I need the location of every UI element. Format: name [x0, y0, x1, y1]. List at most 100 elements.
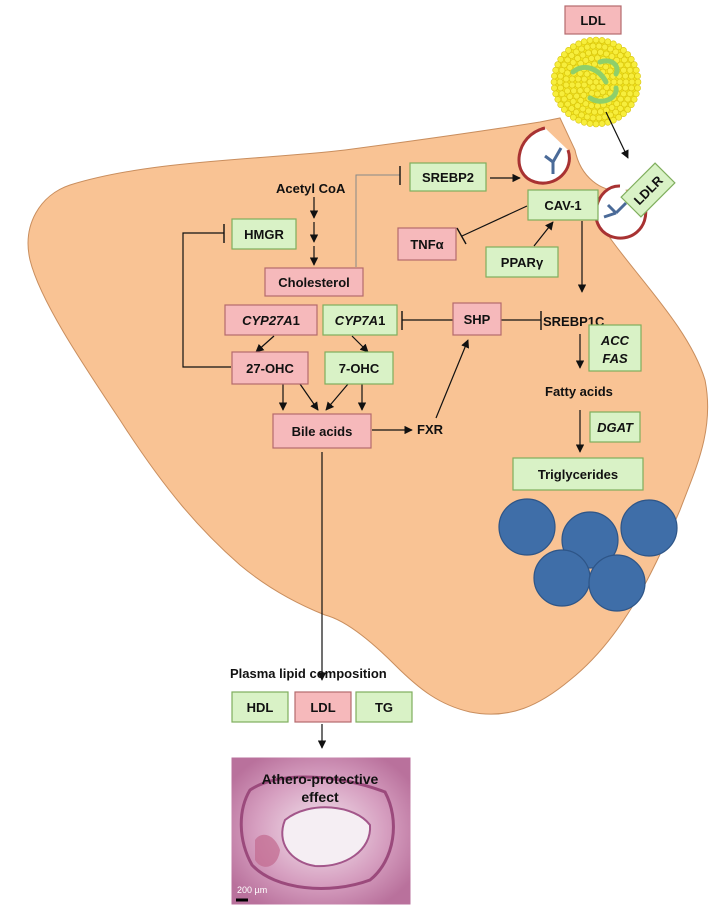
- svg-text:TNFα: TNFα: [410, 237, 443, 252]
- ldl-particle-dot: [632, 90, 640, 98]
- ldl-particle-dot: [634, 72, 641, 80]
- ldl-particle-dot: [604, 38, 612, 46]
- ldl-particle-dot: [562, 81, 570, 89]
- svg-text:HMGR: HMGR: [244, 227, 284, 242]
- ldl-particle-dot: [576, 87, 584, 94]
- ldl-particle-dot: [591, 48, 598, 56]
- node-ldl-plasma: LDL: [294, 691, 352, 723]
- node-cholesterol: Cholesterol: [264, 267, 364, 297]
- histology-section: Athero-protective effect 200 µm: [230, 756, 412, 906]
- ldl-particle: [550, 36, 642, 128]
- label-athero-line2: effect: [301, 789, 339, 805]
- ldl-particle-dot: [588, 102, 595, 109]
- ldl-particle-dot: [574, 75, 582, 83]
- ldl-particle-dot: [554, 61, 562, 68]
- edge-cav1-inhibits-tnfa: [461, 205, 528, 237]
- ldl-particle-dot: [592, 120, 600, 128]
- ldl-particle-dot: [615, 43, 623, 51]
- ldl-particle-dot: [574, 54, 581, 62]
- svg-text:FAS: FAS: [602, 351, 628, 366]
- ldl-particle-dot: [568, 75, 576, 83]
- ldl-particle-dot: [634, 84, 641, 92]
- ldl-particle-dot: [608, 104, 616, 111]
- ldl-particle-dot: [592, 36, 600, 44]
- ldl-particle-dot: [610, 78, 618, 86]
- svg-text:TG: TG: [375, 700, 393, 715]
- svg-text:27-OHC: 27-OHC: [246, 361, 294, 376]
- ldl-particle-dot: [589, 114, 597, 122]
- node-ppary: PPARγ: [485, 246, 559, 278]
- ldl-particle-dot: [575, 116, 582, 124]
- ldl-particle-dot: [564, 56, 571, 64]
- ldl-particle-dot: [630, 61, 638, 68]
- ldl-particle-dot: [621, 56, 628, 64]
- ldl-particle-dot: [602, 63, 610, 71]
- svg-text:7-OHC: 7-OHC: [339, 361, 380, 376]
- ldl-particle-dot: [578, 111, 585, 119]
- label-plasma-lipid-composition: Plasma lipid composition: [230, 666, 387, 681]
- node-srebp2: SREBP2: [409, 162, 487, 192]
- ldl-particle-dot: [557, 101, 565, 108]
- ldl-receptor-upper: [517, 126, 571, 185]
- node-cyp7a1: CYP7A1: [322, 304, 398, 336]
- ldl-particle-dot: [580, 38, 588, 46]
- edge-ppary-to-cav1: [533, 221, 554, 247]
- edge-cyp27a1-to-27ohc: [255, 335, 275, 353]
- ldl-particle-dot: [564, 100, 571, 108]
- edge-fxr-to-shp: [435, 339, 470, 419]
- ldl-particle-dot: [557, 55, 565, 63]
- ldl-particle-dot: [573, 92, 580, 100]
- ldl-particle-dot: [595, 42, 603, 50]
- ldl-particle-dot: [586, 78, 594, 86]
- ldl-particle-dot: [617, 95, 624, 103]
- node-hmgr: HMGR: [231, 218, 297, 250]
- label-athero-line1: Athero-protective: [262, 771, 379, 787]
- ldl-particle-dot: [557, 72, 564, 80]
- svg-text:Triglycerides: Triglycerides: [538, 467, 618, 482]
- node-bile-acids: Bile acids: [272, 413, 372, 449]
- ldl-particle-dot: [620, 110, 627, 117]
- ldl-particle-dot: [616, 78, 624, 86]
- ldl-particle-dot: [620, 46, 627, 54]
- ldl-particle-dot: [560, 61, 568, 69]
- svg-text:LDL: LDL: [310, 700, 335, 715]
- ldl-particle-dot: [612, 48, 620, 56]
- ldl-particle-dot: [586, 37, 594, 44]
- svg-text:LDL: LDL: [580, 13, 605, 28]
- svg-text:CYP27A1: CYP27A1: [242, 313, 300, 328]
- ldl-particle-dot: [578, 45, 585, 53]
- ldl-particle-dot: [588, 55, 595, 62]
- ldl-particle-dot: [634, 78, 642, 86]
- ldl-particle-dot: [606, 67, 614, 75]
- edge-cholesterol-inhibits-srebp2: [355, 174, 400, 267]
- ldl-particle-dot: [628, 78, 636, 86]
- ldl-particle-dot: [585, 49, 592, 57]
- node-cav1: CAV-1: [527, 189, 599, 221]
- ldl-particle-dot: [586, 120, 594, 127]
- ldl-particle-dot: [570, 87, 578, 95]
- ldl-particle-dot: [626, 90, 634, 97]
- apolipoprotein-strand: [587, 85, 619, 104]
- lipid-droplet: [498, 498, 556, 556]
- ldl-particle-dot: [591, 108, 598, 116]
- svg-text:PPARγ: PPARγ: [501, 255, 544, 270]
- edge-7ohc-to-bile: [325, 383, 349, 411]
- ldl-particle-dot: [589, 42, 597, 50]
- label-fatty-acids: Fatty acids: [545, 384, 613, 399]
- ldl-particle-dot: [566, 64, 574, 71]
- lipid-droplets: [498, 498, 678, 612]
- node-dgat: DGAT: [589, 411, 641, 443]
- ldl-particle-dot: [558, 67, 566, 74]
- ldl-particle-dot: [569, 114, 577, 121]
- ldl-particle-dot: [621, 100, 628, 108]
- ldl-particle-dot: [574, 81, 582, 89]
- node-tg: TG: [355, 691, 413, 723]
- lipid-droplet: [533, 549, 591, 607]
- ldl-particle-dot: [575, 40, 582, 48]
- ldl-particle-dot: [620, 66, 627, 74]
- node-ldlr: LDLR: [620, 162, 676, 218]
- ldl-particle-dot: [564, 69, 571, 77]
- ldl-particle-dot: [564, 87, 571, 95]
